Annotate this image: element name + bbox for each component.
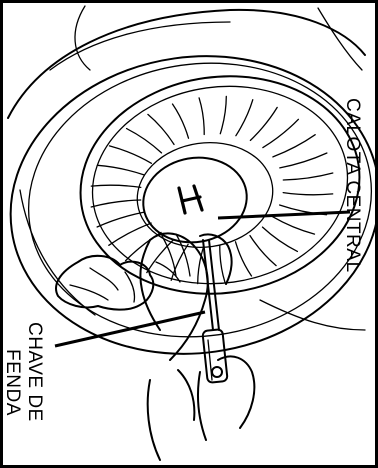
rim-spoke (110, 146, 152, 163)
rim-spoke (147, 240, 174, 273)
cap-emblem-h-icon (179, 186, 202, 213)
rim-spoke (148, 114, 174, 144)
center-cap-label: CALOTA CENTRAL (342, 98, 363, 273)
rim-spoke (199, 98, 204, 135)
rim-spoke (263, 227, 298, 251)
cloth (56, 256, 153, 310)
rim-spoke (236, 100, 253, 136)
screwdriver-label-line1: CHAVE DE (24, 322, 45, 422)
rim-spoke (91, 200, 141, 207)
screwdriver (202, 240, 227, 383)
tire (0, 33, 378, 378)
rim-spoke (98, 165, 145, 175)
rim-spoke (273, 217, 315, 234)
rim-spoke (173, 104, 189, 138)
rim-spoke (283, 193, 333, 195)
wheel-rim (66, 59, 373, 312)
rim-spoke (220, 96, 226, 133)
rim-spoke (263, 119, 299, 147)
rim-spoke (280, 153, 327, 168)
rim-spokes (91, 96, 333, 283)
rim-spoke (109, 223, 151, 245)
rim-spoke (250, 236, 276, 266)
rim-spoke (273, 135, 315, 157)
rim-spoke (220, 246, 225, 283)
center-cap-leader-line (218, 212, 350, 218)
rim-spoke (250, 107, 277, 140)
screwdriver-label-line2: FENDA (2, 349, 23, 416)
rim-spoke (97, 212, 144, 227)
rim-spoke (127, 129, 162, 153)
screwdriver-leader-line (55, 312, 205, 346)
rim-spoke (283, 173, 333, 180)
wheel-arch (8, 6, 365, 118)
rim-spoke (91, 185, 141, 187)
rim-spoke (236, 242, 252, 276)
center-cap (136, 150, 253, 251)
